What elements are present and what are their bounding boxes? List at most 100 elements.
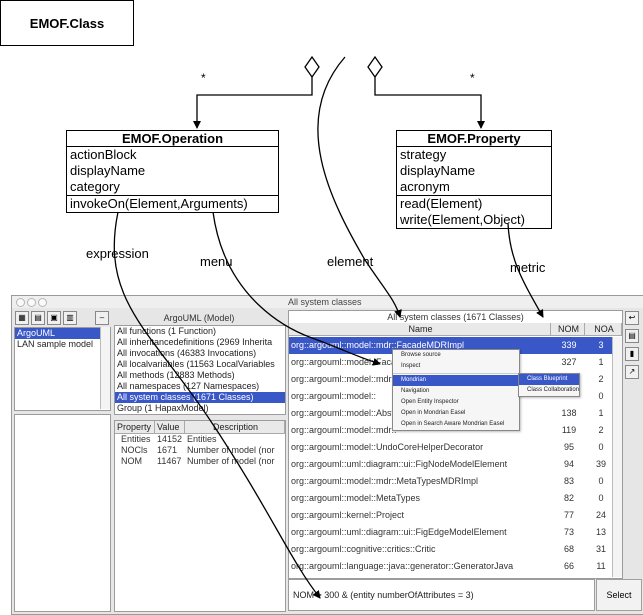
window-titlebar: All system classes: [12, 296, 643, 308]
menu-item-open-search-aware-easel[interactable]: Open in Search Aware Mondrian Easel: [401, 421, 505, 427]
property-row[interactable]: NOCls 1671 Number of model (nor: [115, 445, 285, 456]
class-noa: 11: [596, 561, 606, 571]
class-row[interactable]: org::argouml::uml::diagram::ui::FigNodeM…: [289, 456, 622, 473]
chart-view-icon[interactable]: ▮: [625, 347, 639, 361]
model-item[interactable]: ArgoUML: [15, 328, 110, 339]
property-attribute: strategy: [400, 147, 447, 162]
menu-item-open-entity-inspector[interactable]: Open Entity Inspector: [401, 399, 459, 405]
class-name: org::argouml::language::java::generator:…: [291, 561, 514, 571]
classes-panel-title: All system classes (1671 Classes): [387, 312, 524, 322]
operation-operations: invokeOn(Element,Arguments): [67, 195, 278, 212]
property-name: Entities: [121, 434, 151, 444]
menu-item-browse-source[interactable]: Browse source: [401, 352, 441, 358]
name-col-header[interactable]: Name: [289, 323, 551, 335]
open-icon[interactable]: ▤: [31, 311, 45, 325]
class-name: org::argouml::model::MetaTypes: [291, 493, 421, 503]
class-nom: 73: [563, 527, 574, 537]
window-title: All system classes: [288, 297, 362, 307]
class-noa: 24: [595, 510, 606, 520]
description-col-header[interactable]: Description: [185, 421, 285, 433]
class-name: org::argouml::model::UndoCoreHelperDecor…: [291, 442, 484, 452]
models-scrollbar[interactable]: [100, 327, 110, 409]
plot-view-icon[interactable]: ↗: [625, 365, 639, 379]
submenu-item-class-blueprint[interactable]: Class Blueprint: [519, 374, 579, 385]
operation-attributes: actionBlock displayName category: [67, 147, 278, 195]
group-item[interactable]: All system classes (1671 Classes): [115, 392, 285, 403]
group-item[interactable]: All localvariables (11563 LocalVariables: [117, 359, 275, 369]
query-text: NOM > 300 & (entity numberOfAttributes =…: [293, 590, 474, 600]
collapse-icon[interactable]: –: [95, 311, 109, 325]
class-noa: 39: [595, 459, 606, 469]
menu-item-navigation[interactable]: Navigation: [401, 388, 430, 394]
class-row[interactable]: org::argouml::model::UndoCoreHelperDecor…: [289, 439, 622, 456]
property-value: 1671: [157, 445, 178, 455]
grid-icon[interactable]: ▥: [63, 311, 77, 325]
nom-col-header[interactable]: NOM: [551, 323, 585, 335]
class-name: org::argouml::model::Abst: [291, 408, 395, 418]
class-noa: 2: [598, 425, 604, 435]
save-icon[interactable]: ▣: [47, 311, 61, 325]
property-row[interactable]: Entities 14152 Entities: [115, 434, 285, 445]
property-attributes: strategy displayName acronym: [397, 147, 551, 195]
class-name: org::argouml::model::: [291, 391, 377, 401]
group-item[interactable]: All functions (1 Function): [117, 326, 217, 336]
group-item[interactable]: Group (1 HapaxModel): [117, 403, 209, 413]
value-col-header[interactable]: Value: [155, 421, 185, 433]
class-row[interactable]: org::argouml::model::mdr::MetaTypesMDRIm…: [289, 473, 622, 490]
submenu-item-class-collaboration[interactable]: Class Collaboration: [527, 387, 580, 393]
element-label: element: [327, 254, 374, 269]
property-row[interactable]: NOM 11467 Number of model (nor: [115, 456, 285, 467]
class-row[interactable]: org::argouml::cognitive::critics::Critic…: [289, 541, 622, 558]
classes-header: Name NOM NOA: [289, 323, 622, 336]
group-item[interactable]: All invocations (46383 Invocations): [117, 348, 257, 358]
models-detail-pane: [14, 414, 111, 612]
model-item[interactable]: LAN sample model: [17, 339, 94, 349]
close-window-icon[interactable]: [16, 298, 25, 307]
emof-operation-box: EMOF.Operation actionBlock displayName c…: [66, 130, 279, 213]
models-list[interactable]: ArgoUML LAN sample model: [14, 327, 111, 411]
expression-label: expression: [86, 246, 149, 261]
emof-property-name: EMOF.Property: [397, 131, 551, 147]
groups-panel-title: ArgoUML (Model): [163, 313, 235, 323]
menu-item-open-mondrian-easel[interactable]: Open in Mondrian Easel: [401, 410, 466, 416]
property-attribute: displayName: [400, 163, 476, 178]
group-item[interactable]: All inheritancedefinitions (2969 Inherit…: [117, 337, 273, 347]
noa-col-header[interactable]: NOA: [585, 323, 622, 335]
class-name: org::argouml::uml::diagram::ui::FigNodeM…: [291, 459, 508, 469]
property-description: Number of model (nor: [187, 456, 275, 466]
operation-method: invokeOn(Element,Arguments): [70, 196, 248, 211]
emof-property-box: EMOF.Property strategy displayName acron…: [396, 130, 552, 229]
property-name: NOM: [121, 456, 142, 466]
class-row[interactable]: org::argouml::language::java::generator:…: [289, 558, 622, 575]
group-item[interactable]: All namespaces (127 Namespaces): [117, 381, 260, 391]
class-row[interactable]: org::argouml::model::0: [289, 388, 622, 405]
properties-table: Property Value Description Entities 1415…: [114, 420, 286, 612]
class-noa: 13: [595, 527, 606, 537]
models-icon[interactable]: ▦: [15, 311, 29, 325]
menu-item-mondrian[interactable]: Mondrian: [393, 375, 519, 386]
group-item[interactable]: All methods (12883 Methods): [117, 370, 235, 380]
back-icon[interactable]: ↩: [625, 311, 639, 325]
class-row[interactable]: org::argouml::uml::diagram::ui::FigEdgeM…: [289, 524, 622, 541]
class-noa: 1: [598, 357, 604, 367]
minimize-window-icon[interactable]: [27, 298, 36, 307]
class-row[interactable]: org::argouml::model::mdr::2: [289, 371, 622, 388]
class-nom: 327: [561, 357, 577, 367]
zoom-window-icon[interactable]: [38, 298, 47, 307]
class-noa: 0: [598, 442, 604, 452]
menu-item-inspect[interactable]: Inspect: [401, 363, 421, 369]
classes-scrollbar[interactable]: [612, 337, 622, 577]
mondrian-submenu: Class Blueprint Class Collaboration: [518, 373, 580, 397]
groups-list[interactable]: All functions (1 Function) All inheritan…: [114, 325, 286, 415]
emof-class-name: EMOF.Class: [29, 15, 105, 31]
class-name: org::argouml::uml::diagram::ui::FigEdgeM…: [291, 527, 507, 537]
select-button[interactable]: Select: [596, 579, 642, 611]
property-col-header[interactable]: Property: [115, 421, 155, 433]
query-field[interactable]: NOM > 300 & (entity numberOfAttributes =…: [288, 579, 595, 611]
class-nom: 95: [563, 442, 574, 452]
table-view-icon[interactable]: ▤: [625, 329, 639, 343]
